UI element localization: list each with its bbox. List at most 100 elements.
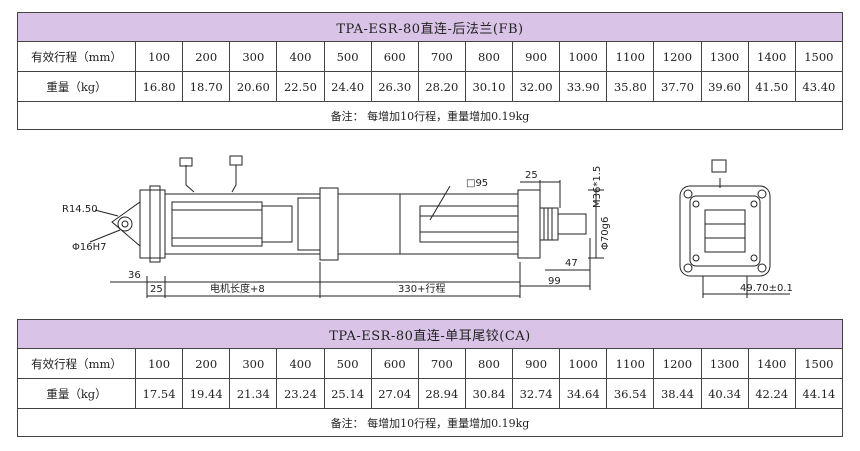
- weight-cell: 32.74: [511, 378, 561, 409]
- motor-body: [164, 193, 321, 255]
- weight-cell: 20.60: [229, 71, 278, 102]
- weight-cell: 23.24: [276, 378, 325, 409]
- stroke-cell: 1200: [653, 348, 702, 379]
- stroke-cell: 600: [370, 348, 419, 379]
- dim-stroke-length: 330+行程: [398, 282, 445, 295]
- stroke-cell: 1500: [794, 348, 844, 379]
- dim-rod-dia: Φ70g6: [600, 217, 611, 250]
- weight-cell: 44.14: [794, 378, 844, 409]
- weight-cell: 17.54: [134, 378, 184, 409]
- connector-right: [229, 155, 243, 166]
- end-view-connector: [711, 159, 727, 173]
- stroke-cell: 800: [464, 348, 514, 379]
- cable-right: [231, 165, 237, 193]
- table-note: 备注： 每增加10行程，重量增加0.19kg: [17, 408, 843, 437]
- dim-pitch: 49.70±0.1: [740, 283, 793, 294]
- weight-cell: 41.50: [747, 71, 796, 102]
- connector-left: [179, 157, 193, 167]
- weight-cell: 30.84: [464, 378, 514, 409]
- weight-label: 重量（kg）: [17, 71, 136, 102]
- table-title: TPA-ESR-80直连-后法兰(FB): [17, 12, 843, 42]
- front-head: [517, 189, 541, 259]
- stroke-cell: 400: [276, 41, 325, 72]
- stroke-cell: 1400: [747, 348, 796, 379]
- clevis-ear: [111, 201, 141, 248]
- stroke-cell: 900: [511, 348, 561, 379]
- weight-cell: 21.34: [229, 378, 278, 409]
- stroke-cell: 1000: [559, 348, 608, 379]
- piston-rod: [539, 207, 559, 241]
- weight-cell: 42.24: [747, 378, 796, 409]
- stroke-cell: 100: [134, 41, 184, 72]
- stroke-label: 有效行程（mm）: [17, 41, 136, 72]
- stroke-cell: 500: [323, 348, 372, 379]
- stroke-cell: 500: [323, 41, 372, 72]
- weight-cell: 16.80: [134, 71, 184, 102]
- stroke-cell: 1100: [606, 348, 655, 379]
- weight-cell: 30.10: [464, 71, 514, 102]
- stroke-cell: 1500: [794, 41, 844, 72]
- cylinder-tube: [337, 193, 519, 255]
- weight-cell: 34.64: [559, 378, 608, 409]
- weight-cell: 26.30: [370, 71, 419, 102]
- weight-cell: 28.20: [417, 71, 466, 102]
- stroke-cell: 700: [417, 41, 466, 72]
- stroke-cell: 1300: [700, 348, 749, 379]
- weight-cell: 39.60: [700, 71, 749, 102]
- weight-cell: 25.14: [323, 378, 372, 409]
- weight-cell: 36.54: [606, 378, 655, 409]
- dim-motor-length: 电机长度+8: [210, 282, 265, 295]
- stroke-cell: 200: [182, 348, 231, 379]
- stroke-cell: 1300: [700, 41, 749, 72]
- stroke-cell: 1000: [559, 41, 608, 72]
- weight-cell: 38.44: [653, 378, 702, 409]
- dim-47: 47: [565, 258, 578, 269]
- stroke-cell: 1400: [747, 41, 796, 72]
- stroke-label: 有效行程（mm）: [17, 348, 136, 379]
- table-title: TPA-ESR-80直连-单耳尾铰(CA): [17, 319, 843, 349]
- dim-25-left: 25: [150, 284, 163, 295]
- stroke-cell: 1200: [653, 41, 702, 72]
- stroke-cell: 700: [417, 348, 466, 379]
- table-note: 备注： 每增加10行程，重量增加0.19kg: [17, 101, 843, 130]
- dim-pin-dia: Φ16H7: [72, 242, 106, 253]
- weight-cell: 19.44: [182, 378, 231, 409]
- dim-r-hole: R14.50: [62, 204, 98, 215]
- end-view-plate: [679, 185, 771, 277]
- weight-cell: 35.80: [606, 71, 655, 102]
- stroke-cell: 100: [134, 348, 184, 379]
- dim-36: 36: [128, 270, 141, 281]
- end-view-window: [704, 209, 746, 253]
- dim-99: 99: [548, 276, 561, 287]
- coupling-block: [319, 187, 339, 261]
- weight-cell: 32.00: [511, 71, 561, 102]
- weight-cell: 27.04: [370, 378, 419, 409]
- stroke-cell: 900: [511, 41, 561, 72]
- dim-thread: M36*1.5: [592, 166, 603, 208]
- stroke-cell: 300: [229, 348, 278, 379]
- rod-thread: [557, 213, 587, 235]
- cable-left: [185, 165, 195, 193]
- stroke-cell: 600: [370, 41, 419, 72]
- weight-cell: 24.40: [323, 71, 372, 102]
- stroke-cell: 800: [464, 41, 514, 72]
- weight-cell: 33.90: [559, 71, 608, 102]
- stroke-cell: 1100: [606, 41, 655, 72]
- weight-cell: 37.70: [653, 71, 702, 102]
- weight-cell: 28.94: [417, 378, 466, 409]
- weight-cell: 43.40: [794, 71, 844, 102]
- weight-label: 重量（kg）: [17, 378, 136, 409]
- clevis-pin-hole: [117, 216, 133, 232]
- weight-cell: 40.34: [700, 378, 749, 409]
- dim-25-top: 25: [525, 170, 538, 181]
- technical-drawing: R14.50 Φ16H7 36 25 电机长度+8 330+行程 □95 25 …: [62, 155, 793, 298]
- weight-cell: 18.70: [182, 71, 231, 102]
